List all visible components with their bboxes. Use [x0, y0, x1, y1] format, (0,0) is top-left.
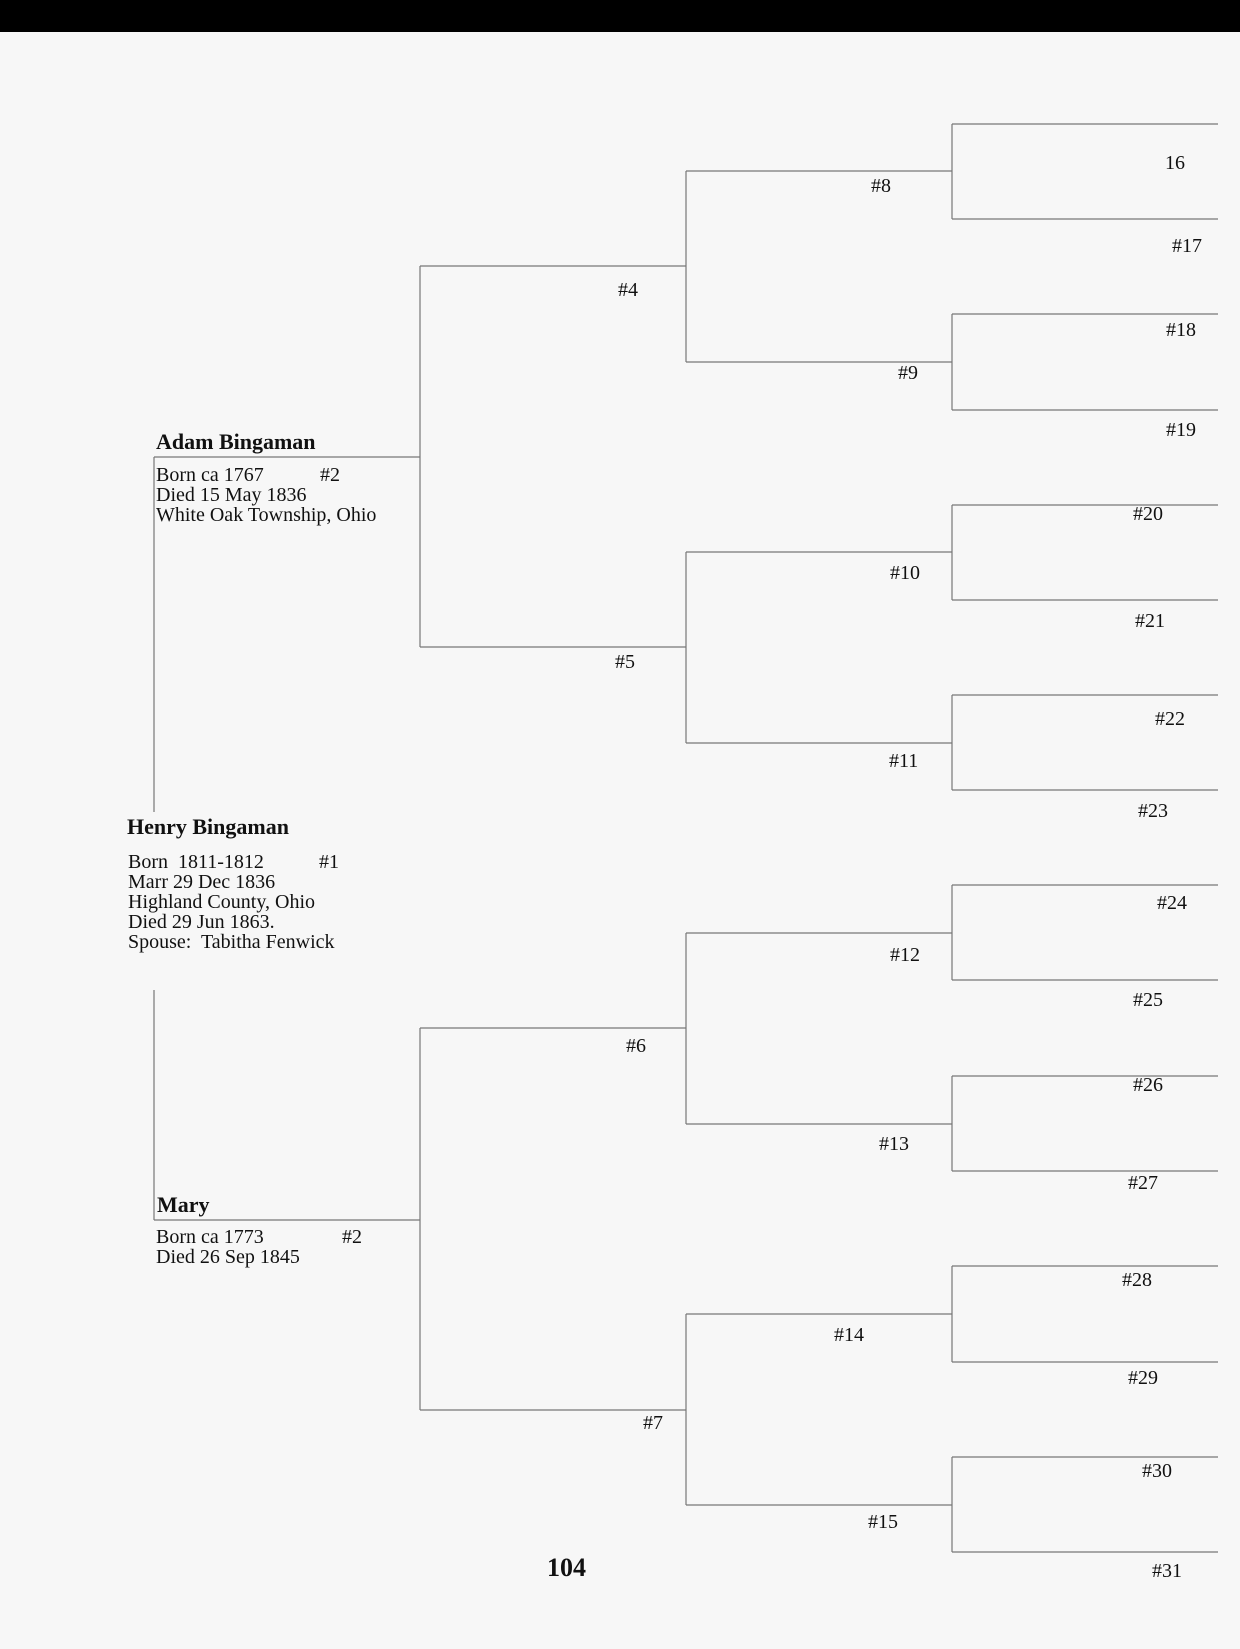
person-2-number: #2 — [320, 464, 340, 486]
person-3-died: Died 26 Sep 1845 — [156, 1246, 300, 1268]
person-1-spouse: Spouse: Tabitha Fenwick — [128, 931, 335, 953]
ancestor-12-label: #12 — [890, 944, 920, 966]
person-2-death-place: White Oak Township, Ohio — [156, 504, 377, 526]
ancestor-22-label: #22 — [1155, 708, 1185, 730]
person-1-married: Marr 29 Dec 1836 — [128, 871, 276, 893]
ancestor-15-label: #15 — [868, 1511, 898, 1533]
ancestor-24-label: #24 — [1157, 892, 1187, 914]
ancestor-19-label: #19 — [1166, 419, 1196, 441]
ancestor-8-label: #8 — [871, 175, 891, 197]
ancestor-17-label: #17 — [1172, 235, 1202, 257]
ancestor-25-label: #25 — [1133, 989, 1163, 1011]
ancestor-23-label: #23 — [1138, 800, 1168, 822]
ancestor-18-label: #18 — [1166, 319, 1196, 341]
person-2-died: Died 15 May 1836 — [156, 484, 307, 506]
person-1-name: Henry Bingaman — [127, 814, 289, 839]
ancestor-10-label: #10 — [890, 562, 920, 584]
person-1-number: #1 — [319, 851, 339, 873]
ancestor-26-label: #26 — [1133, 1074, 1163, 1096]
ancestor-30-label: #30 — [1142, 1460, 1172, 1482]
ancestor-20-label: #20 — [1133, 503, 1163, 525]
ancestor-5-label: #5 — [615, 651, 635, 673]
ancestor-28-label: #28 — [1122, 1269, 1152, 1291]
person-3-born: Born ca 1773 — [156, 1226, 264, 1248]
ancestor-27-label: #27 — [1128, 1172, 1158, 1194]
ancestor-16-label: 16 — [1165, 152, 1185, 174]
ancestor-9-label: #9 — [898, 362, 918, 384]
ancestor-31-label: #31 — [1152, 1560, 1182, 1582]
ancestor-6-label: #6 — [626, 1035, 646, 1057]
person-2-born: Born ca 1767 — [156, 464, 264, 486]
person-1-died: Died 29 Jun 1863. — [128, 911, 275, 933]
ancestor-14-label: #14 — [834, 1324, 864, 1346]
person-1-marriage-place: Highland County, Ohio — [128, 891, 316, 913]
person-2-name: Adam Bingaman — [156, 429, 316, 454]
scan-top-border — [0, 0, 1240, 32]
person-1-born: Born 1811-1812 — [128, 851, 264, 873]
person-3-number: #2 — [342, 1226, 362, 1248]
ancestor-29-label: #29 — [1128, 1367, 1158, 1389]
person-3-name: Mary — [157, 1192, 210, 1217]
ancestor-7-label: #7 — [643, 1412, 663, 1434]
root-person-background — [120, 812, 370, 990]
ancestor-13-label: #13 — [879, 1133, 909, 1155]
ancestor-21-label: #21 — [1135, 610, 1165, 632]
ancestor-4-label: #4 — [618, 279, 638, 301]
ancestor-11-label: #11 — [889, 750, 919, 772]
page-number: 104 — [547, 1553, 586, 1582]
